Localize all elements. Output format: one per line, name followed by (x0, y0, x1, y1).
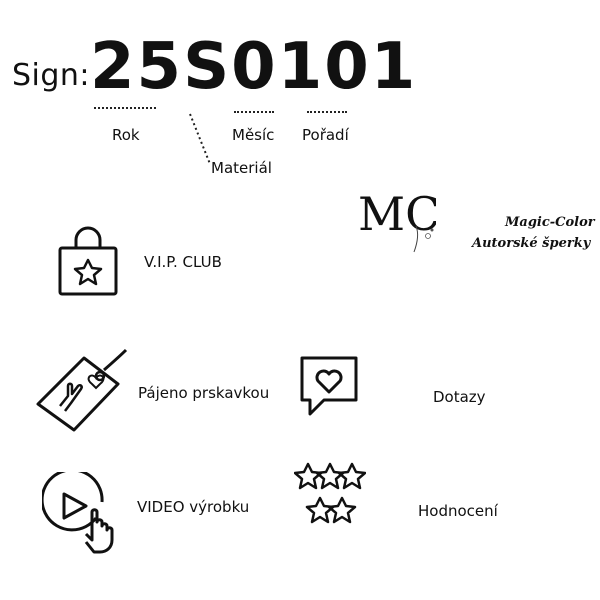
year-marker (94, 107, 156, 109)
brand-logo: MC (358, 187, 436, 253)
brand-tagline: Autorské šperky (472, 236, 591, 251)
material-marker (189, 113, 211, 165)
feature-reviews[interactable]: Hodnocení (418, 502, 498, 520)
sign-label: Sign: (12, 58, 91, 93)
legend-month: Měsíc (232, 126, 275, 144)
sign-code: 25S0101 (90, 30, 418, 104)
video-play-click-icon (42, 472, 114, 554)
legend-year: Rok (112, 126, 140, 144)
feature-soldering[interactable]: Pájeno prskavkou (138, 384, 270, 402)
hand-tag-icon (36, 348, 128, 432)
shopping-bag-star-icon (58, 226, 118, 296)
brand-name: Magic-Color (505, 215, 595, 230)
legend-order: Pořadí (302, 126, 349, 144)
feature-vip[interactable]: V.I.P. CLUB (144, 253, 222, 271)
month-marker (234, 111, 274, 113)
heart-chat-icon (300, 356, 358, 416)
legend-material: Materiál (211, 159, 272, 177)
order-marker (307, 111, 347, 113)
feature-video[interactable]: VIDEO výrobku (137, 498, 250, 516)
feature-questions[interactable]: Dotazy (433, 388, 486, 406)
stars-rating-icon (294, 462, 366, 524)
brand-monogram: MC (358, 187, 436, 241)
